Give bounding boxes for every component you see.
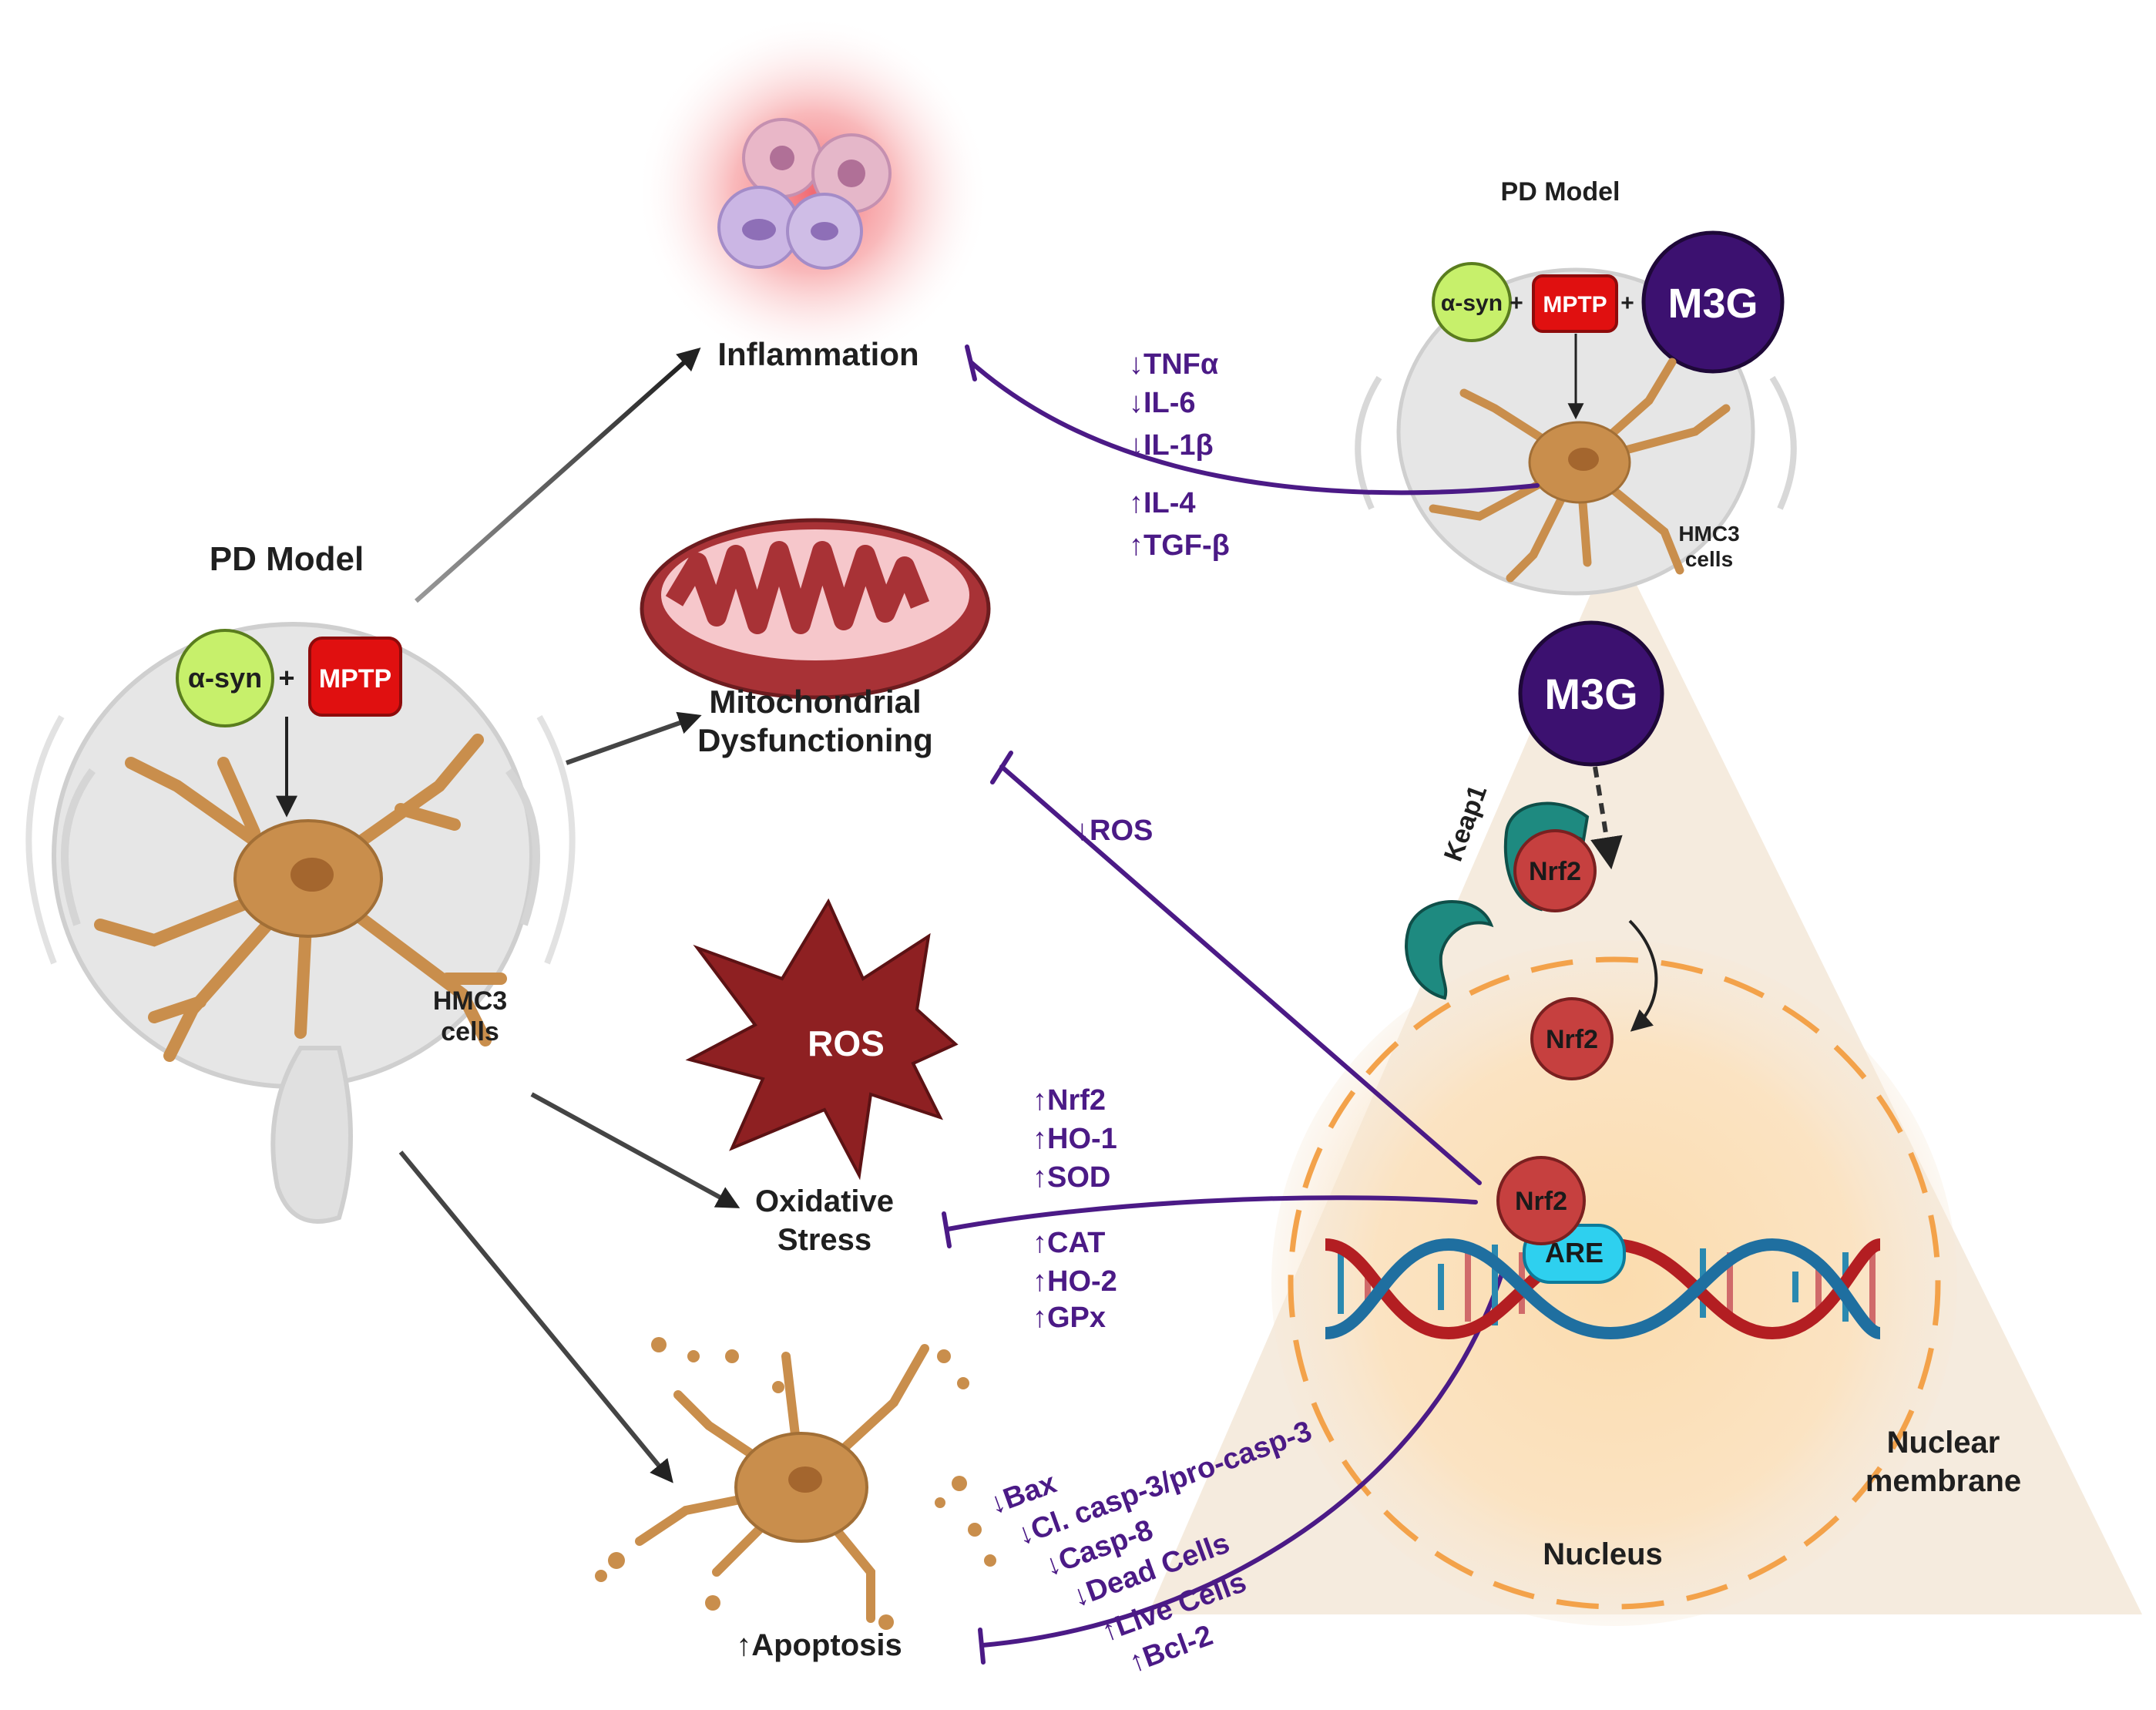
marker-ho1: ↑HO-1 (1033, 1123, 1117, 1155)
inhibit-mitochondria (999, 764, 1482, 1185)
mitochondria-label-2: Dysfunctioning (697, 722, 933, 758)
svg-text:M3G: M3G (1544, 670, 1637, 718)
marker-ho2: ↑HO-2 (1033, 1265, 1117, 1298)
keap1-released-icon (1405, 900, 1494, 1000)
m3g-badge: M3G (1518, 620, 1664, 767)
svg-text:α-syn: α-syn (1441, 291, 1503, 316)
arrow-to-mitochondria (566, 711, 702, 765)
oxidative-markers: ↑Nrf2 ↑HO-1 ↑SOD ↑CAT ↑HO-2 ↑GPx (1033, 1084, 1117, 1334)
causal-arrows (398, 348, 740, 1483)
arrow-to-apoptosis (398, 1151, 673, 1483)
marker-tgfb: ↑TGF-β (1129, 529, 1230, 562)
marker-cat: ↑CAT (1033, 1227, 1105, 1259)
membrane-label-2: membrane (1866, 1464, 2021, 1498)
left-pd-model: PD Model α-syn + MPTP HMC3 cells (25, 540, 576, 1224)
svg-text:Nrf2: Nrf2 (1529, 857, 1581, 886)
nucleus (1271, 940, 1957, 1626)
nrf2-bound: Nrf2 (1513, 829, 1597, 912)
m3g-badge: M3G (1641, 230, 1785, 374)
inhibit-oxidative (945, 1195, 1478, 1231)
dna-icon (1325, 1238, 1882, 1340)
oxidative-label-1: Oxidative (755, 1184, 894, 1218)
svg-text:MPTP: MPTP (319, 664, 391, 694)
m3g-activation-arrow (1590, 766, 1623, 870)
inhibit-inflammation (969, 360, 1540, 496)
marker-gpx: ↑GPx (1033, 1302, 1106, 1334)
svg-text:M3G: M3G (1667, 281, 1758, 327)
arrow-to-inflammation (415, 348, 701, 603)
left-cells-label-2: cells (441, 1017, 499, 1046)
right-cells-label-2: cells (1685, 547, 1733, 571)
marker-ros: ↓ROS (1075, 815, 1153, 847)
inflammation-icon (636, 15, 990, 370)
marker-nrf2: ↑Nrf2 (1033, 1084, 1106, 1117)
ros-star-label: ROS (808, 1023, 885, 1063)
inhibit-apoptosis-bar (978, 1628, 986, 1665)
marker-il6: ↓IL-6 (1129, 387, 1196, 419)
mitochondrion-icon (640, 518, 991, 700)
inhibit-inflammation-bar (965, 344, 977, 381)
marker-sod: ↑SOD (1033, 1161, 1110, 1194)
right-cells-label-1: HMC3 (1678, 522, 1739, 546)
inhibit-apoptosis (980, 1269, 1505, 1648)
left-model-title: PD Model (210, 540, 364, 578)
right-model-title: PD Model (1501, 177, 1620, 207)
apoptosis-label: ↑Apoptosis (736, 1628, 902, 1662)
mptp-badge: MPTP (1532, 274, 1618, 333)
marker-tnfa: ↓TNFα (1129, 348, 1218, 381)
inhibit-mitochondria-bar (990, 751, 1013, 784)
nrf2-translocation-arrow (1628, 919, 1658, 1032)
left-cells-label-1: HMC3 (433, 986, 507, 1016)
asyn-badge: α-syn (176, 629, 274, 727)
mitochondria-label-1: Mitochondrial (709, 684, 921, 720)
marker-il1b: ↓IL-1β (1129, 429, 1214, 462)
asyn-badge: α-syn (1432, 262, 1512, 342)
inflammation-label: Inflammation (717, 336, 918, 372)
mptp-badge: MPTP (308, 637, 402, 717)
nrf2-dna-bound: Nrf2 (1496, 1156, 1586, 1245)
right-pd-model: PD Model α-syn + MPTP + M3G HMC3 cells (1355, 177, 1797, 596)
oxidative-label-2: Stress (777, 1223, 871, 1257)
nrf2-nucleus: Nrf2 (1530, 997, 1614, 1080)
plus-sign: + (1510, 291, 1523, 316)
plus-sign: + (1620, 291, 1634, 316)
inhibition-lines (942, 344, 1540, 1665)
apoptotic-cell-icon (595, 1337, 996, 1630)
membrane-label-1: Nuclear (1887, 1426, 2000, 1460)
svg-text:α-syn: α-syn (188, 662, 262, 694)
arrow-to-oxidative-stress (530, 1092, 740, 1208)
inhibit-oxidative-bar (942, 1211, 952, 1248)
marker-il4: ↑IL-4 (1129, 487, 1196, 519)
svg-text:MPTP: MPTP (1543, 292, 1607, 317)
plus-sign: + (278, 662, 294, 694)
neuron-nucleus (290, 858, 334, 892)
neuron-nucleus (1568, 448, 1599, 471)
inflammation-markers: ↓TNFα ↓IL-6 ↓IL-1β ↑IL-4 ↑TGF-β (1129, 348, 1230, 562)
ros-star-icon (685, 898, 959, 1181)
svg-text:Nrf2: Nrf2 (1546, 1025, 1598, 1054)
svg-text:Nrf2: Nrf2 (1515, 1187, 1567, 1216)
nucleus-label: Nucleus (1543, 1537, 1663, 1571)
